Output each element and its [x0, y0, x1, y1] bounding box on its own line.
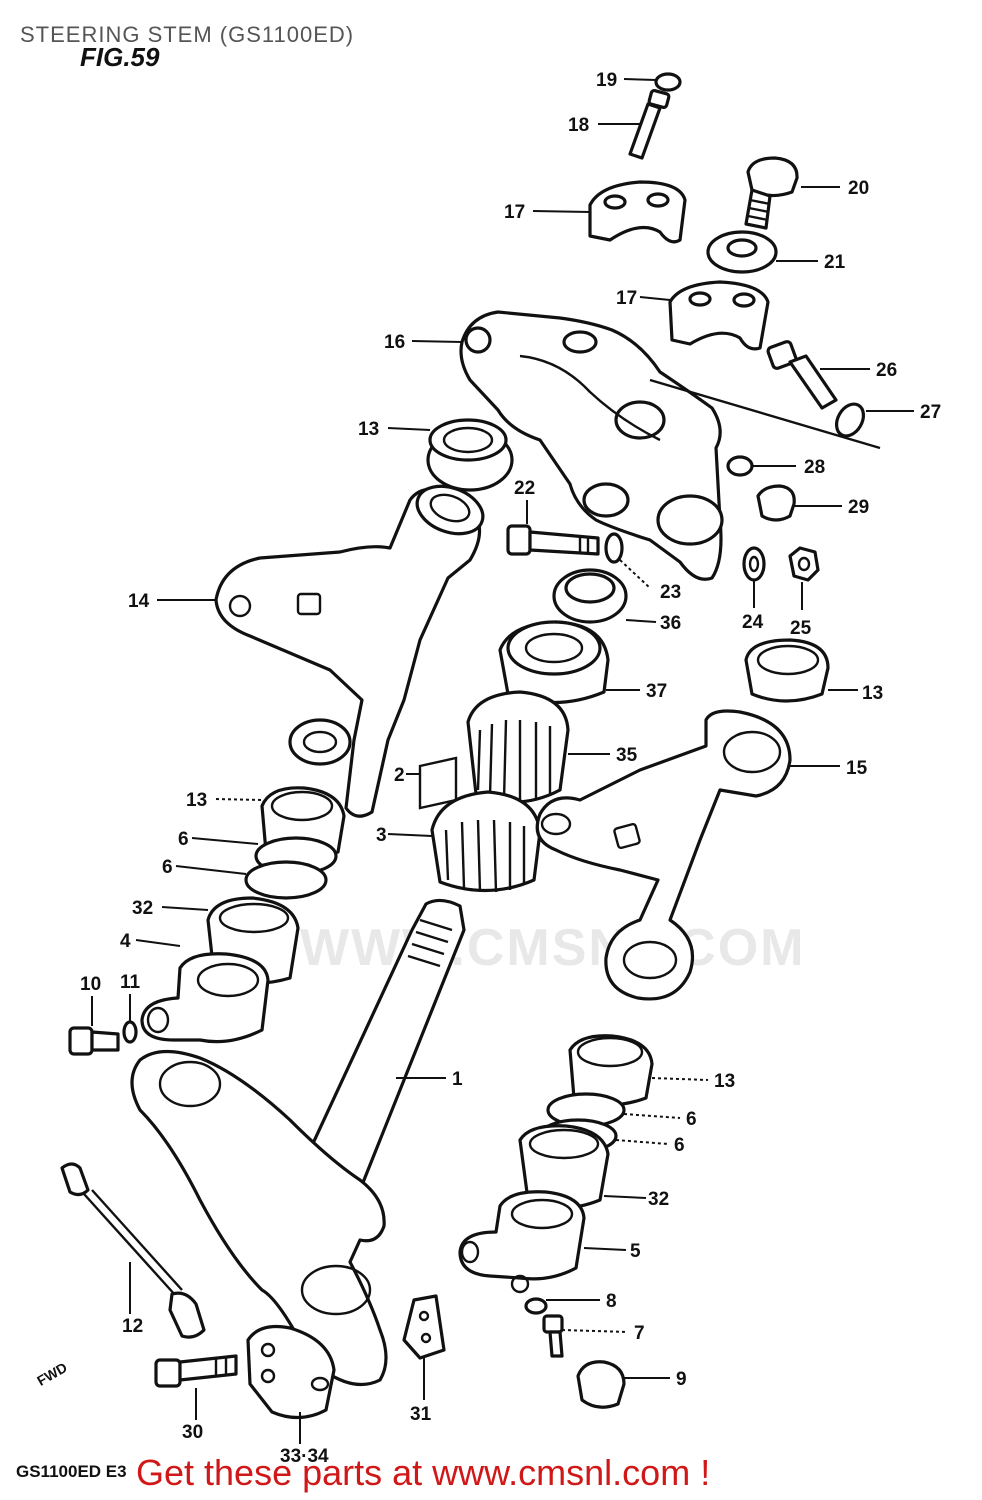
promo-link-text[interactable]: Get these parts at www.cmsnl.com !	[136, 1452, 711, 1493]
callout-14: 14	[128, 591, 150, 612]
part-22-bolt	[506, 524, 600, 556]
callout-32: 32	[132, 898, 153, 919]
callout-13: 13	[358, 419, 379, 440]
callout-23: 23	[660, 582, 681, 603]
callout-37: 37	[646, 681, 667, 702]
part-9-cap	[576, 1360, 626, 1409]
watermark-text: WWW.CMSNL.COM	[300, 919, 806, 977]
part-5-fork-clamp	[458, 1190, 586, 1294]
callout-15: 15	[846, 758, 868, 779]
part-26-bolt	[766, 340, 838, 410]
callout-11: 11	[120, 972, 141, 993]
callout-1: 1	[452, 1069, 463, 1090]
callout-9: 9	[676, 1369, 687, 1390]
callout-29: 29	[848, 497, 869, 518]
figure-number: FIG.59	[80, 42, 160, 72]
part-30-bolt	[154, 1354, 238, 1388]
part-37-bearing-cone	[498, 620, 610, 705]
part-25-nut	[788, 546, 820, 582]
leader-lines	[91, 78, 914, 1444]
part-19-washer	[654, 72, 682, 92]
callout-21: 21	[824, 252, 846, 273]
callout-19: 19	[596, 70, 617, 91]
part-2-race	[418, 756, 458, 810]
part-17-upper-clamp	[588, 180, 687, 244]
callout-22: 22	[514, 478, 535, 499]
part-31-plate	[402, 1294, 446, 1360]
callout-13: 13	[714, 1071, 735, 1092]
callout-33-34: 33·34	[280, 1446, 329, 1467]
callout-6: 6	[674, 1135, 685, 1156]
part-4-fork-clamp	[140, 952, 270, 1044]
part-6-ring-b	[244, 860, 328, 900]
part-7-screw	[542, 1314, 564, 1358]
callout-32: 32	[648, 1189, 669, 1210]
callout-18: 18	[568, 115, 589, 136]
callout-6: 6	[162, 857, 173, 878]
callout-8: 8	[606, 1291, 617, 1312]
part-15-lower-bracket	[535, 709, 792, 1001]
model-code: GS1100ED E3	[16, 1462, 127, 1481]
callout-13: 13	[862, 683, 883, 704]
part-29-nut	[756, 484, 796, 522]
part-16-upper-bracket	[459, 310, 881, 581]
callout-36: 36	[660, 613, 681, 634]
callout-16: 16	[384, 332, 405, 353]
callout-20: 20	[848, 178, 869, 199]
callout-labels: 19 18 20 17 21 17 16 26 27 13 28 22 29 1…	[80, 70, 941, 1467]
callout-25: 25	[790, 618, 812, 639]
part-8-washer	[524, 1297, 548, 1315]
part-24-washer	[742, 546, 766, 582]
part-13-dust-seal-lower-right	[568, 1034, 654, 1107]
callout-5: 5	[630, 1241, 641, 1262]
part-14-bracket	[214, 484, 485, 818]
part-23-washer	[604, 532, 624, 564]
callout-31: 31	[410, 1404, 432, 1425]
part-36-nut	[552, 568, 628, 624]
part-27-washer	[834, 402, 866, 438]
part-33-34-clamp	[246, 1324, 336, 1420]
callout-4: 4	[120, 931, 131, 952]
callout-35: 35	[616, 745, 638, 766]
part-17-lower-clamp	[668, 280, 770, 351]
part-35-bearing	[466, 690, 570, 804]
part-18-bolt	[628, 88, 671, 160]
callout-24: 24	[742, 612, 764, 633]
callout-6: 6	[686, 1109, 697, 1130]
callout-2: 2	[394, 765, 405, 786]
callout-13: 13	[186, 790, 207, 811]
part-3-bearing	[430, 790, 542, 893]
callout-10: 10	[80, 974, 101, 995]
callout-30: 30	[182, 1422, 203, 1443]
callout-3: 3	[376, 825, 387, 846]
callout-26: 26	[876, 360, 897, 381]
callout-28: 28	[804, 457, 825, 478]
diagram-title: STEERING STEM (GS1100ED)	[20, 22, 355, 47]
callout-7: 7	[634, 1323, 645, 1344]
callout-27: 27	[920, 402, 941, 423]
callout-17: 17	[616, 288, 637, 309]
part-11-washer	[122, 1020, 138, 1044]
part-10-bolt	[68, 1026, 120, 1056]
part-12-cable	[60, 1162, 206, 1339]
part-13-dust-seal-right	[744, 638, 830, 703]
callout-12: 12	[122, 1316, 143, 1337]
part-20-cap-bolt	[744, 156, 799, 230]
part-1-steering-stem	[130, 898, 466, 1387]
part-21-washer	[706, 230, 778, 274]
part-13-dust-seal-top	[426, 418, 514, 492]
callout-17: 17	[504, 202, 525, 223]
part-28-washer	[726, 455, 754, 477]
callout-6: 6	[178, 829, 189, 850]
